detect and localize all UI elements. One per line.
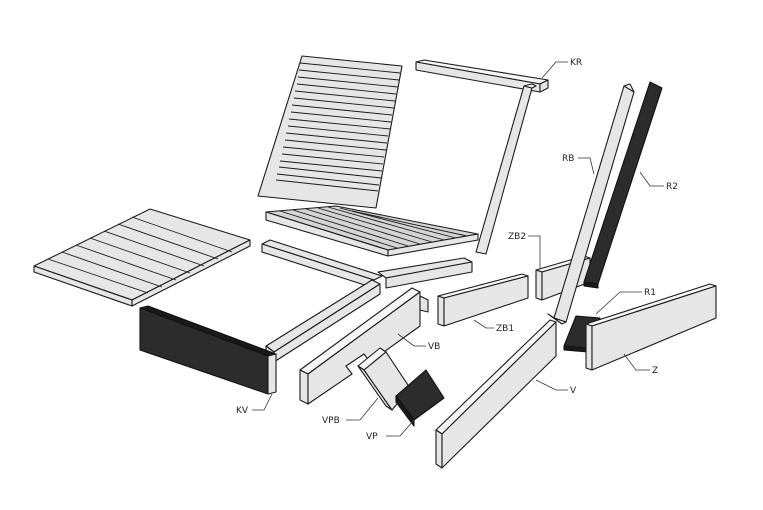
label-zb1: ZB1 bbox=[496, 324, 514, 334]
back-frame-kr bbox=[415, 59, 549, 255]
label-rb: RB bbox=[562, 154, 574, 164]
label-vpb: VPB bbox=[322, 416, 340, 426]
board-r2 bbox=[583, 81, 663, 289]
block-vp bbox=[395, 369, 445, 427]
label-v: V bbox=[570, 386, 577, 396]
board-rb bbox=[547, 83, 635, 325]
board-z bbox=[585, 283, 717, 371]
label-vp: VP bbox=[366, 432, 378, 442]
label-zb2: ZB2 bbox=[508, 232, 526, 242]
footrest-slats bbox=[33, 208, 251, 307]
backrest-slats bbox=[257, 55, 403, 209]
board-zb1 bbox=[437, 273, 529, 327]
middle-rails bbox=[261, 239, 473, 363]
label-vb: VB bbox=[428, 342, 440, 352]
side-board-vb bbox=[299, 287, 429, 405]
label-z: Z bbox=[652, 366, 658, 376]
front-panel-kv bbox=[139, 305, 277, 395]
seat-slats bbox=[265, 205, 479, 257]
leader-lines bbox=[252, 61, 664, 437]
label-kv: KV bbox=[236, 406, 249, 416]
label-r1: R1 bbox=[644, 288, 656, 298]
label-kr: KR bbox=[570, 58, 582, 68]
board-v bbox=[435, 319, 557, 469]
label-r2: R2 bbox=[666, 182, 678, 192]
